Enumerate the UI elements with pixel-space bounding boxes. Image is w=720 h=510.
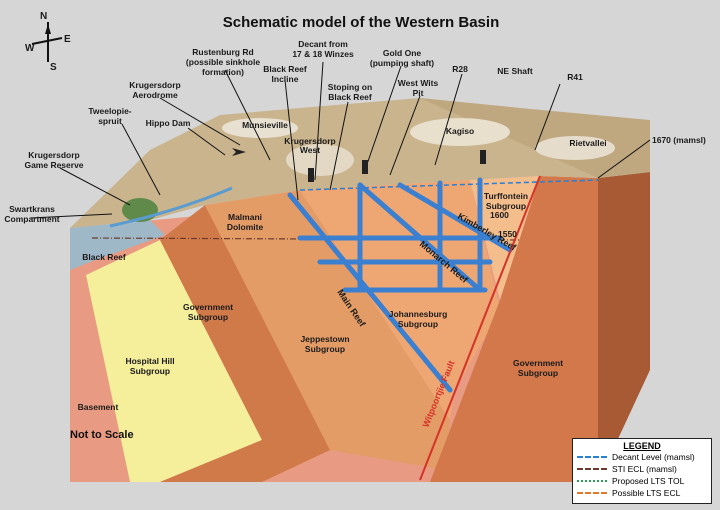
tweelopie-stream	[109, 186, 233, 228]
turffontein-layer	[470, 176, 540, 300]
tweelopie-label: Tweelopie-spruit	[88, 106, 131, 126]
black-reef-label: Black Reef	[82, 252, 126, 262]
decant-level-line	[299, 179, 599, 191]
legend-item: Possible LTS ECL	[573, 487, 711, 499]
callout-leaders	[29, 61, 561, 219]
legend: LEGEND Decant Level (mamsl) STI ECL (mam…	[572, 438, 712, 504]
jeppestown-layer	[205, 190, 450, 470]
legend-swatch-proposed	[577, 480, 607, 482]
legend-item: Decant Level (mamsl)	[573, 451, 711, 463]
legend-swatch-possible	[577, 492, 607, 494]
munsieville-label: Munsieville	[242, 120, 288, 130]
compass-s: S	[50, 62, 57, 73]
black-reef-strip	[70, 220, 165, 270]
krugersdorp-west-area	[286, 144, 354, 176]
witpoortjie-fault-line	[419, 175, 541, 481]
kagiso-label: Kagiso	[446, 126, 474, 136]
block-right-face	[598, 172, 650, 482]
shaft-headgear-icons	[232, 148, 486, 182]
legend-label: Decant Level (mamsl)	[612, 452, 695, 462]
government-right-layer	[430, 176, 598, 482]
basement-label: Basement	[78, 402, 119, 412]
headgear-icon	[480, 150, 486, 164]
legend-label: STI ECL (mamsl)	[612, 464, 677, 474]
scale-note: Not to Scale	[70, 429, 134, 441]
hospital-hill-layer	[86, 240, 262, 482]
headgear-icon	[362, 160, 368, 174]
ne-shaft-label: NE Shaft	[497, 66, 533, 76]
legend-item: STI ECL (mamsl)	[573, 463, 711, 475]
diagram-title: Schematic model of the Western Basin	[223, 14, 499, 31]
rietvallei-area	[535, 136, 615, 160]
kagiso-area	[410, 118, 510, 146]
legend-swatch-decant	[577, 456, 607, 458]
elevation-label: 1670 (mamsl)	[652, 135, 706, 145]
gold-one-label: Gold One(pumping shaft)	[370, 48, 434, 68]
legend-title: LEGEND	[623, 441, 661, 451]
hippo-dam-label: Hippo Dam	[146, 118, 191, 128]
legend-item: Proposed LTS TOL	[573, 475, 711, 487]
legend-label: Possible LTS ECL	[612, 488, 681, 498]
headgear-icon	[308, 168, 314, 182]
compass-icon: N W E S	[25, 11, 71, 73]
r41-label: R41	[567, 72, 583, 82]
legend-swatch-sti	[577, 468, 607, 470]
elevation-leader	[597, 139, 651, 179]
compass-w: W	[25, 43, 35, 54]
reef-network	[287, 177, 513, 393]
munsieville-area	[222, 118, 298, 138]
compass-n: N	[40, 11, 47, 22]
r28-label: R28	[452, 64, 468, 74]
contour-1550: 1550	[498, 229, 517, 239]
legend-label: Proposed LTS TOL	[612, 476, 685, 486]
government-left-layer	[160, 205, 330, 482]
compass-e: E	[64, 34, 71, 45]
aeroplane-icon	[232, 148, 246, 156]
rietvallei-label: Rietvallei	[569, 138, 606, 148]
contour-1600: 1600	[490, 210, 509, 220]
